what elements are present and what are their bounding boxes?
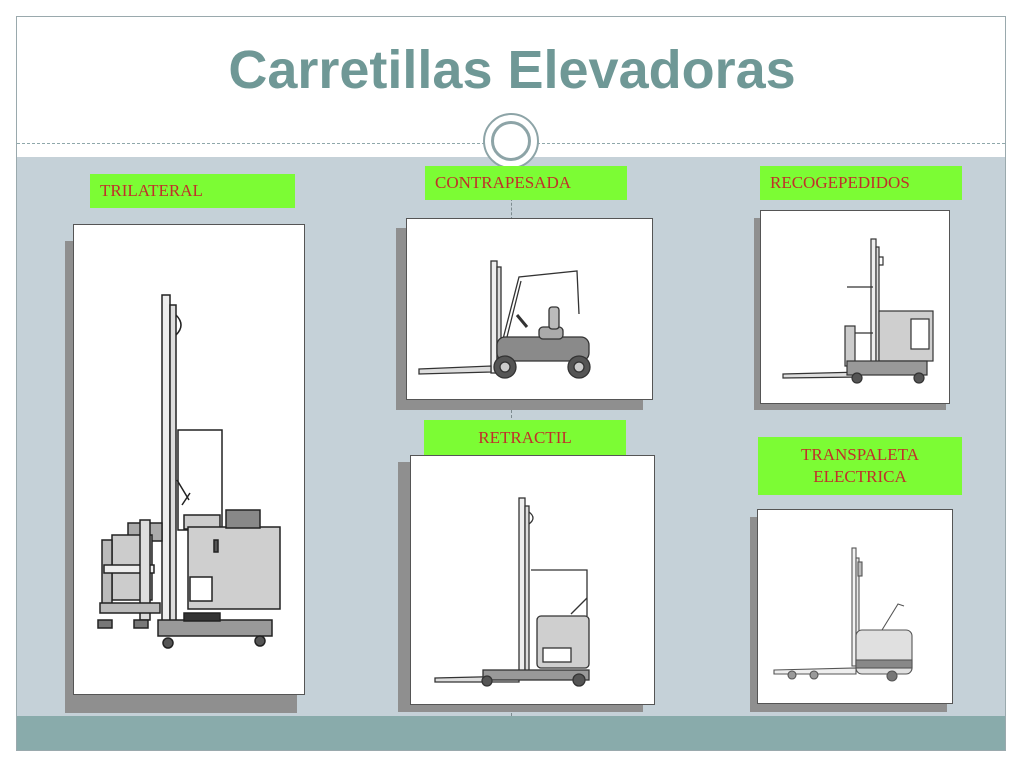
trilateral-forklift-image [73,224,305,695]
label-contrapesada: CONTRAPESADA [425,166,627,200]
label-retractil: RETRACTIL [424,420,626,455]
electric-pallet-truck-image [757,509,953,704]
circle-ornament-inner-icon [491,121,531,161]
connector-line [511,405,512,423]
label-trilateral: TRILATERAL [90,174,295,208]
connector-line [511,198,512,220]
footer-bar [17,716,1005,750]
label-recogepedidos: RECOGEPEDIDOS [760,166,962,200]
counterbalance-forklift-image [406,218,653,400]
slide-title: Carretillas Elevadoras [228,40,796,100]
order-picker-image [760,210,950,404]
label-transpaleta: TRANSPALETA ELECTRICA [758,437,962,495]
reach-truck-image [410,455,655,705]
